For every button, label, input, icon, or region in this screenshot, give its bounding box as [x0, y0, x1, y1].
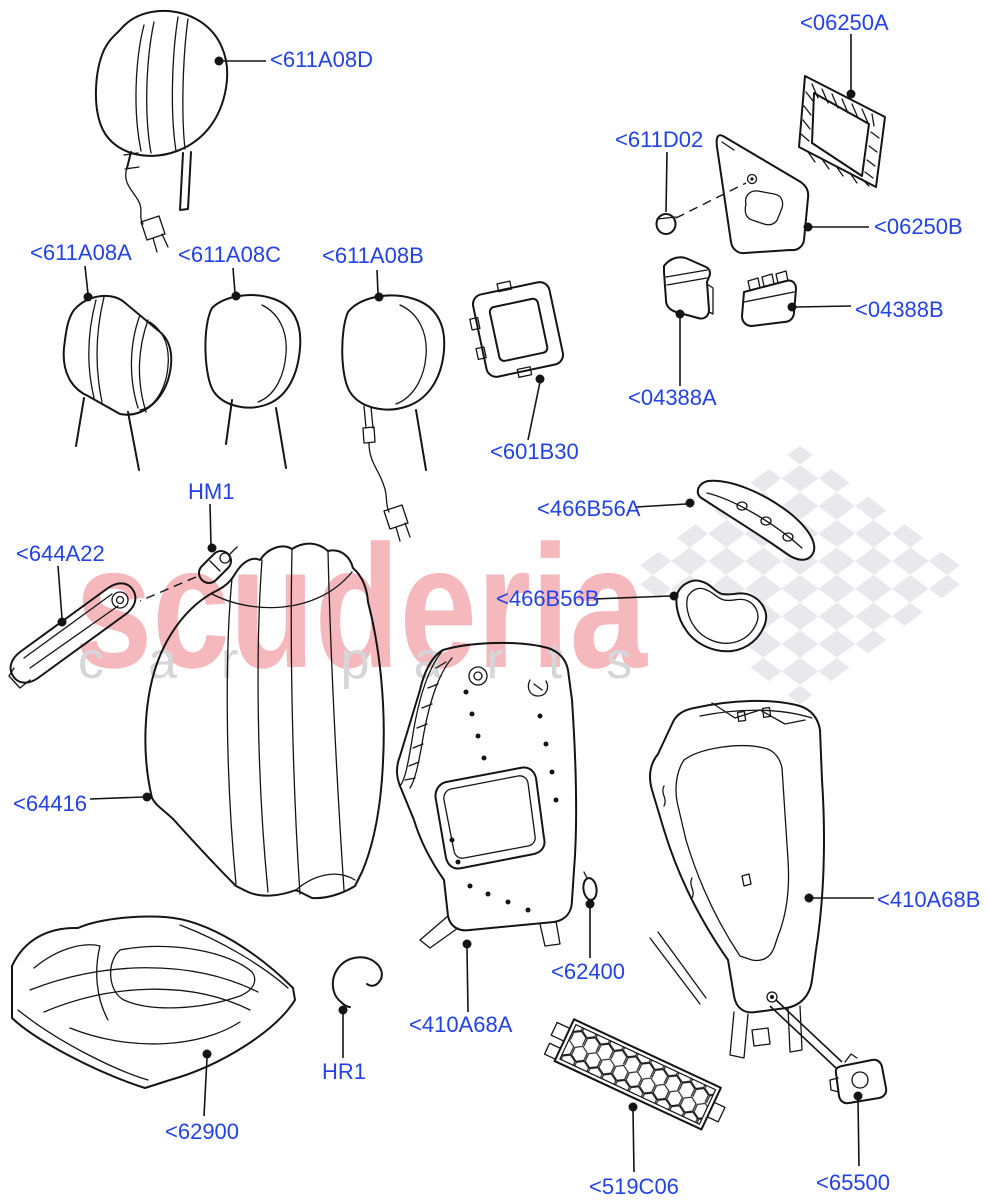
leader-62400 [585, 899, 595, 958]
gasket-drawing-466B56B [675, 579, 768, 653]
leader-611D02 [665, 151, 668, 213]
leader-611A08B [374, 269, 384, 302]
part-label-611A08C[interactable]: <611A08C [178, 242, 281, 267]
headrest-guide-drawing-HM1 [139, 546, 238, 602]
part-label-466B56A[interactable]: <466B56A [537, 496, 641, 521]
checkered-flag-watermark [627, 445, 973, 705]
leader-64416 [89, 792, 152, 802]
grommet-drawing-611D02 [655, 173, 758, 235]
leader-519C06 [628, 1102, 638, 1173]
part-label-410A68A[interactable]: <410A68A [409, 1012, 513, 1037]
leader-04388A [675, 309, 685, 386]
part-label-62900[interactable]: <62900 [165, 1119, 239, 1144]
trim-strip-drawing-466B56A [696, 479, 816, 561]
leader-lines [57, 34, 874, 1173]
leader-611A08D [214, 56, 266, 66]
leader-410A68B [804, 893, 874, 903]
part-label-611A08A[interactable]: <611A08A [30, 240, 132, 265]
part-label-65500[interactable]: <65500 [816, 1170, 890, 1195]
part-label-HM1[interactable]: HM1 [188, 479, 234, 504]
leader-04388B [787, 302, 852, 312]
module-cover-drawing-04388A [663, 256, 714, 320]
leader-06250A [846, 34, 856, 99]
part-label-06250A[interactable]: <06250A [800, 10, 889, 35]
leader-HR1 [338, 1005, 348, 1058]
watermark-brand: scuderia [75, 510, 648, 705]
part-label-410A68B[interactable]: <410A68B [877, 887, 980, 912]
headrest-surround-drawing-601B30 [469, 280, 565, 378]
part-label-601B30[interactable]: <601B30 [490, 439, 579, 464]
part-label-611D02[interactable]: <611D02 [615, 127, 703, 152]
part-label-466B56B[interactable]: <466B56B [496, 586, 599, 611]
part-label-04388B[interactable]: <04388B [855, 297, 944, 322]
part-label-611A08D[interactable]: <611A08D [270, 47, 373, 72]
part-number-labels: <611A08D <06250A <611D02 <06250B <611A08… [13, 10, 980, 1199]
seatback-board-drawing-410A68A [396, 641, 578, 949]
leader-466B56B [593, 591, 679, 601]
leader-62900 [202, 1049, 212, 1117]
armrest-drawing-644A22 [8, 582, 137, 689]
leader-601B30 [527, 374, 545, 441]
part-label-62400[interactable]: <62400 [551, 959, 625, 984]
part-label-611A08B[interactable]: <611A08B [322, 243, 424, 268]
leader-611A08C [231, 267, 241, 301]
mesh-grille-drawing-519C06 [543, 1018, 726, 1131]
board-screw-dots [449, 689, 559, 913]
leader-466B56A [635, 498, 695, 508]
module-cover-drawing-04388B [741, 270, 797, 327]
part-label-64416[interactable]: <64416 [13, 791, 87, 816]
headrest-drawing-611A08D [95, 9, 229, 253]
leader-06250B [803, 222, 869, 232]
back-panel-drawing-06250B [715, 134, 810, 255]
leader-611A08A [83, 265, 93, 302]
headrest-drawing-611A08A [62, 294, 173, 471]
seatback-frame-drawing-410A68B [649, 699, 825, 1059]
leader-410A68A [462, 939, 472, 1013]
watermark-tagline: car parts [78, 632, 676, 690]
cushion-cover-drawing-62900 [11, 915, 296, 1089]
wire-hook-drawing-HR1 [331, 956, 383, 1008]
retainer-ring-drawing-62400 [582, 871, 598, 901]
leader-65500 [853, 1091, 863, 1167]
part-label-519C06[interactable]: <519C06 [589, 1174, 679, 1199]
headrest-drawing-611A08B [341, 294, 446, 542]
part-label-04388A[interactable]: <04388A [628, 385, 717, 410]
part-label-06250B[interactable]: <06250B [874, 214, 963, 239]
screen-bezel-drawing-06250A [798, 75, 886, 188]
switch-plate-drawing-65500 [769, 999, 888, 1105]
headrest-drawing-611A08C [204, 294, 302, 469]
seatback-cover-drawing-64416 [144, 542, 385, 900]
leader-644A22 [57, 565, 67, 627]
part-label-HR1[interactable]: HR1 [322, 1059, 366, 1084]
part-label-644A22[interactable]: <644A22 [16, 541, 105, 566]
leader-HM1 [207, 503, 217, 553]
